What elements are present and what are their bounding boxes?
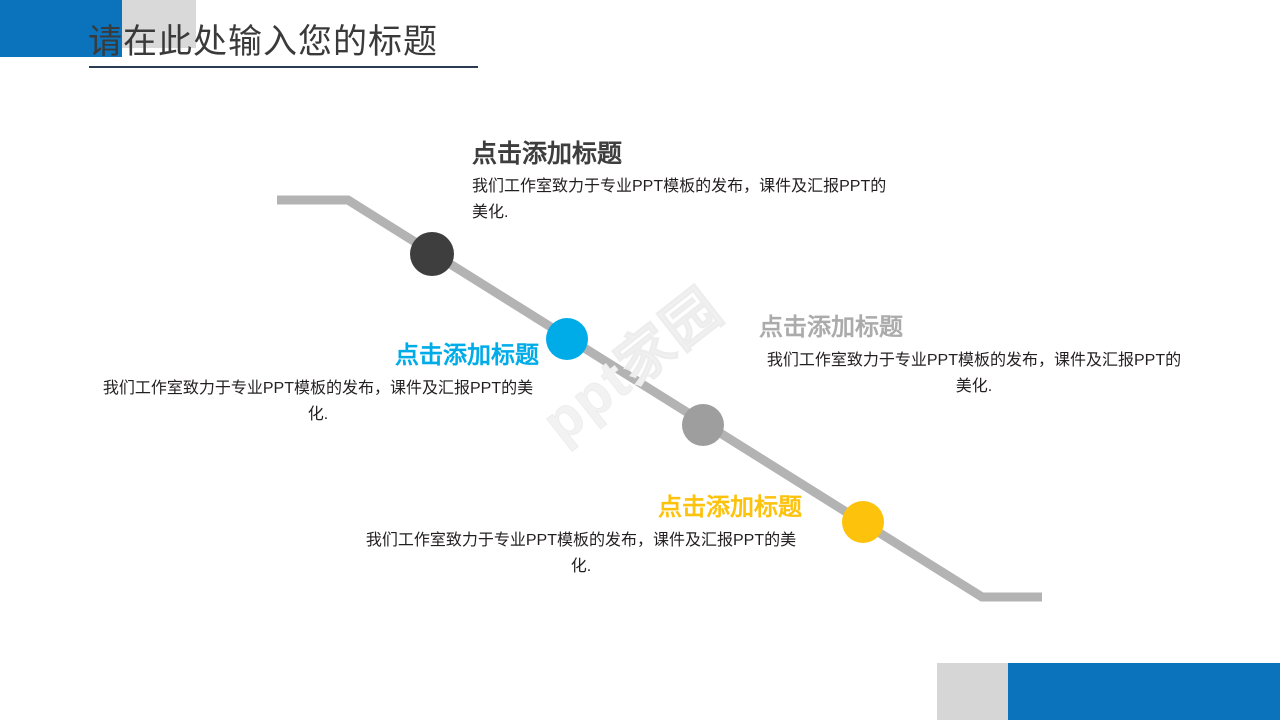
- timeline-node-yellow[interactable]: [842, 501, 884, 543]
- top-left-gray-block: [122, 0, 196, 48]
- content-title-yellow[interactable]: 点击添加标题: [658, 494, 802, 521]
- timeline-node-cyan[interactable]: [546, 318, 588, 360]
- title-underline-rule: [89, 66, 478, 68]
- top-left-blue-block: [0, 0, 122, 57]
- content-title-gray[interactable]: 点击添加标题: [759, 314, 903, 341]
- content-title-dark[interactable]: 点击添加标题: [472, 140, 623, 168]
- content-block-dark: 点击添加标题 我们工作室致力于专业PPT模板的发布，课件及汇报PPT的美化.: [472, 138, 902, 226]
- content-block-yellow: 点击添加标题 我们工作室致力于专业PPT模板的发布，课件及汇报PPT的美化.: [360, 492, 802, 580]
- content-body-yellow[interactable]: 我们工作室致力于专业PPT模板的发布，课件及汇报PPT的美化.: [365, 532, 797, 575]
- content-body-cyan[interactable]: 我们工作室致力于专业PPT模板的发布，课件及汇报PPT的美化.: [102, 380, 534, 423]
- page-title: 请在此处输入您的标题: [88, 23, 438, 61]
- bottom-right-gray-block: [937, 663, 1008, 720]
- content-block-gray: 点击添加标题 我们工作室致力于专业PPT模板的发布，课件及汇报PPT的美化.: [759, 312, 1189, 400]
- content-block-cyan: 点击添加标题 我们工作室致力于专业PPT模板的发布，课件及汇报PPT的美化.: [97, 340, 539, 428]
- content-title-cyan[interactable]: 点击添加标题: [395, 342, 539, 369]
- bottom-right-blue-block: [1008, 663, 1280, 720]
- timeline-node-dark[interactable]: [410, 232, 454, 276]
- content-body-gray[interactable]: 我们工作室致力于专业PPT模板的发布，课件及汇报PPT的美化.: [766, 352, 1182, 395]
- timeline-node-gray[interactable]: [682, 404, 724, 446]
- content-body-dark[interactable]: 我们工作室致力于专业PPT模板的发布，课件及汇报PPT的美化.: [472, 178, 887, 221]
